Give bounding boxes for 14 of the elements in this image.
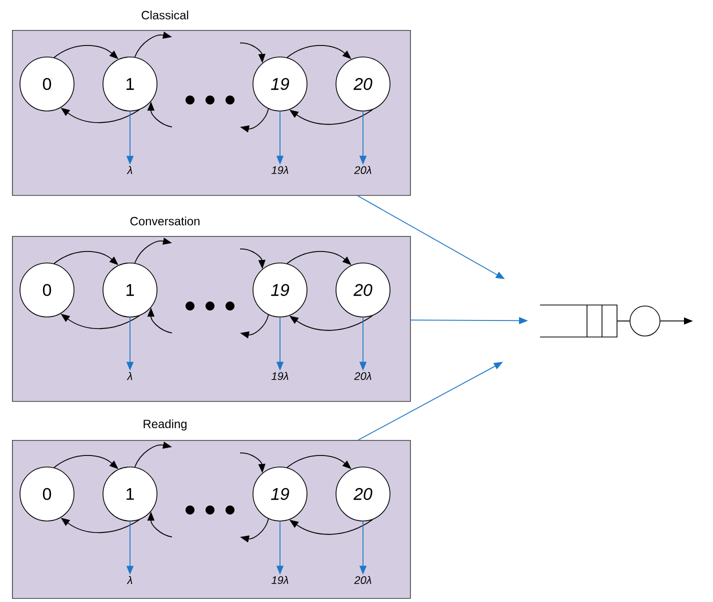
rate-label: 20λ — [354, 372, 372, 380]
rate-label: 19λ — [272, 576, 288, 584]
rate-label: 19λ — [272, 372, 288, 380]
panel-heading: Conversation — [130, 216, 200, 226]
panel-heading: Reading — [144, 419, 186, 431]
rate-label: 20λ — [354, 576, 372, 584]
rate-label: λ — [126, 166, 132, 174]
rate-label: λ — [126, 576, 132, 584]
rate-label: λ — [126, 372, 132, 380]
rate-label: 19λ — [272, 166, 288, 174]
queue-buffer — [540, 304, 618, 338]
rate-label: 20λ — [354, 166, 372, 174]
server-circle — [630, 306, 660, 336]
panel-heading: Classical — [142, 10, 188, 20]
